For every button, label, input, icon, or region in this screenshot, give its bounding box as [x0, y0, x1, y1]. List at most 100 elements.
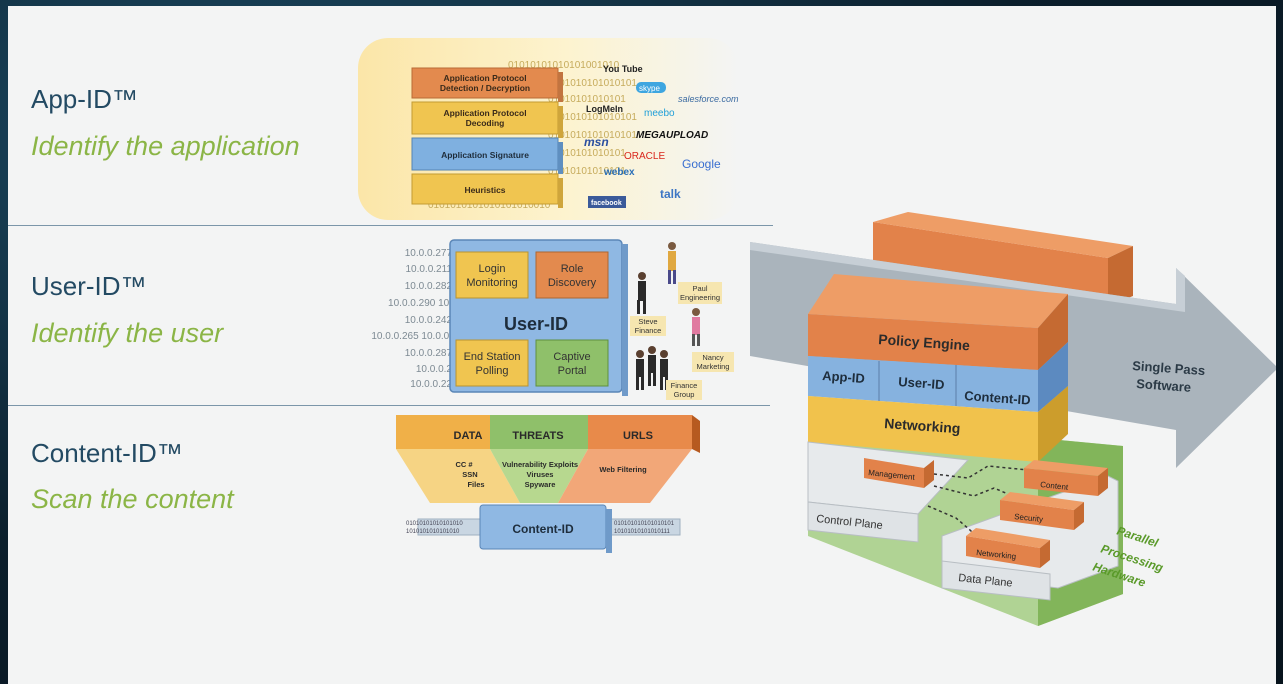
app-id-subtitle: Identify the application [31, 131, 300, 161]
person-group: Engineering [680, 293, 720, 302]
content-id-diagram: DATA THREATS URLS CC # SSN Files Vulnera… [396, 415, 700, 553]
threat-item: Viruses [527, 470, 554, 479]
app-id-title: App-ID™ [31, 84, 138, 114]
person-icon [692, 308, 700, 346]
app-layer-2: Application Protocol Decoding [411, 101, 563, 138]
urls-funnel [558, 449, 692, 503]
content-engine-side [1098, 468, 1108, 496]
connector-line [933, 485, 1009, 497]
facebook-logo: facebook [591, 200, 622, 207]
arrow-label-line2: Software [1136, 376, 1192, 395]
management-box [864, 458, 924, 488]
app-id-diagram: 01010101010101001010 0101010101010101 01… [358, 38, 739, 220]
ip-address: 10.0.0.242 [405, 315, 453, 326]
policy-engine-side [1038, 294, 1068, 370]
networking-engine-top [966, 528, 1050, 548]
quadrant-label: Polling [475, 365, 508, 377]
quadrant-label: Captive [553, 351, 590, 363]
networking-front [808, 396, 1038, 462]
data-header: DATA [454, 430, 483, 442]
person-tag [692, 352, 734, 372]
networking-engine-label: Networking [976, 548, 1017, 561]
ip-address: 10.0.0.282 [405, 281, 453, 292]
back-box-front [873, 222, 1108, 306]
person-name: Nancy [702, 353, 724, 362]
binary-row: 01010101010101 [548, 94, 626, 105]
architecture-diagram: Policy Engine App-ID User-ID Content-ID … [750, 212, 1276, 626]
threats-header: THREATS [512, 430, 563, 442]
data-item: CC # [455, 460, 473, 469]
data-plane-label-bg [941, 560, 1051, 601]
ip-address: 10.0.0.265 10.0.0. [371, 331, 452, 342]
user-id-center-label: User-ID [504, 314, 568, 334]
threats-funnel [490, 449, 588, 503]
person-tag [666, 380, 702, 400]
binary-row: 01010101010101001010 [508, 60, 620, 71]
content-header-side [692, 415, 700, 453]
google-logo: Google [682, 157, 721, 171]
quadrant-label: Login [479, 263, 506, 275]
app-layer-label: Heuristics [464, 185, 505, 195]
content-id-box-side [606, 509, 612, 553]
binary-row: 0101010101010101 [548, 112, 637, 123]
ip-address: 10.0.0.277 [405, 248, 453, 259]
logmein-logo: LogMeIn [586, 104, 623, 114]
app-id-layer-label: App-ID [822, 368, 866, 386]
arrow-label-line1: Single Pass [1132, 358, 1206, 378]
msn-logo: msn [584, 135, 609, 149]
data-item: SSN [462, 470, 477, 479]
person-name: Finance [671, 381, 698, 390]
threats-header-bg [490, 415, 588, 449]
user-id-box-side [622, 244, 628, 396]
content-id-layer-label: Content-ID [964, 388, 1031, 408]
quadrant-polling: End Station Polling [455, 339, 529, 387]
quadrant-label: Discovery [548, 277, 597, 289]
youtube-logo: You Tube [603, 64, 643, 74]
app-layer-label: Detection / Decryption [440, 83, 530, 93]
person-group: Marketing [697, 362, 730, 371]
talk-logo: talk [660, 187, 681, 201]
user-id-layer-label: User-ID [898, 374, 945, 392]
data-item: Files [467, 480, 484, 489]
url-item: Web Filtering [599, 465, 647, 474]
person-group: Finance [635, 326, 662, 335]
ip-address: 10.0.0.22 [410, 379, 452, 390]
person-tag [630, 316, 666, 336]
urls-header: URLS [623, 430, 653, 442]
networking-engine-box [966, 536, 1040, 568]
skype-logo: skype [639, 84, 660, 93]
person-icon [668, 242, 676, 284]
security-engine-label: Security [1014, 512, 1044, 524]
binary-row: 01010101010101 [548, 166, 626, 177]
networking-layer-label: Networking [884, 415, 961, 436]
threat-item: Vulnerability Exploits [502, 460, 578, 469]
quadrant-login: Login Monitoring [455, 251, 529, 299]
person-name: Steve [638, 317, 657, 326]
quadrant-label: Role [561, 263, 584, 275]
person-group: Group [674, 390, 695, 399]
ip-address: 10.0.0.2 [416, 364, 453, 375]
divider-2 [8, 405, 770, 406]
content-id-subtitle: Scan the content [31, 484, 234, 514]
back-box-top [873, 212, 1133, 258]
bits: 10101010101010111 [614, 529, 671, 535]
back-box-side [1108, 246, 1133, 306]
quadrant-label: Monitoring [466, 277, 517, 289]
bits: 010101010101010101 [614, 521, 675, 527]
data-header-bg [396, 415, 490, 449]
policy-engine-front [808, 314, 1038, 370]
megaupload-logo: MEGAUPLOAD [636, 130, 708, 141]
arrow-highlight [750, 242, 1185, 312]
quadrant-label: Portal [558, 365, 587, 377]
ip-address: 10.0.0.211 [405, 264, 452, 275]
quadrant-label: End Station [464, 351, 521, 363]
policy-engine-label: Policy Engine [878, 331, 971, 353]
security-engine-top [1000, 492, 1084, 510]
content-id-title: Content-ID™ [31, 438, 183, 468]
person-icon [637, 272, 646, 314]
people-icons [636, 242, 700, 390]
control-plane-label-bg [807, 501, 919, 543]
networking-engine-side [1040, 540, 1050, 568]
oracle-logo: ORACLE [624, 151, 665, 162]
